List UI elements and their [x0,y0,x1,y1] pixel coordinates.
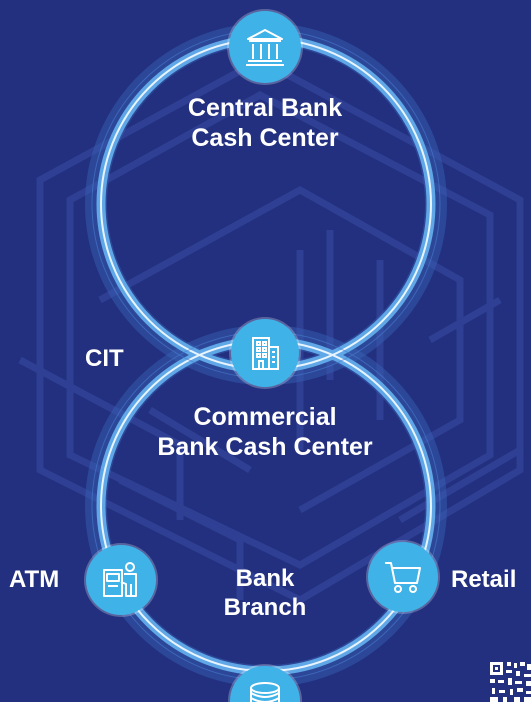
cit-label: CIT [85,345,124,372]
atm-node[interactable] [86,545,156,615]
central-bank-label-line2: Cash Center [191,124,339,152]
central-bank-node[interactable] [229,11,301,83]
commercial-bank-label-line2: Bank Cash Center [157,433,373,461]
commercial-bank-label-line1: Commercial [193,403,337,431]
central-bank-label: Central Bank Cash Center [140,93,390,153]
commercial-bank-node[interactable] [231,319,299,387]
coins-stack-icon [250,682,280,702]
atm-label: ATM [9,566,60,593]
shopping-cart-icon [385,562,421,593]
central-bank-label-line1: Central Bank [187,94,343,122]
retail-label: Retail [451,566,517,593]
bank-building-icon [246,29,284,66]
bank-branch-label-line2: Branch [223,593,307,621]
retail-node[interactable] [368,542,438,612]
bank-branch-label-line1: Bank [235,565,295,592]
bank-branch-label: Bank Branch [190,565,340,623]
office-building-icon [252,337,279,370]
commercial-bank-label: Commercial Bank Cash Center [120,402,410,462]
atm-user-icon [103,562,137,597]
